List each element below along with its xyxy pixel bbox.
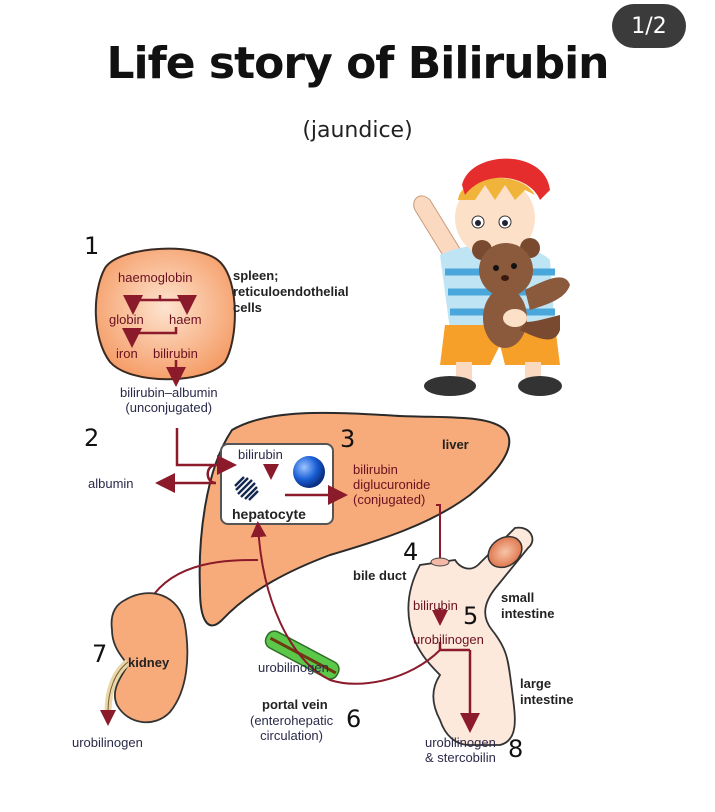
urobilinogen-stercobilin-label: urobilinogen & stercobilin (425, 735, 496, 765)
bilirubin-spleen-label: bilirubin (153, 346, 198, 361)
step-number-7: 7 (92, 640, 108, 668)
haem-label: haem (169, 312, 202, 327)
bilirubin-albumin-label: bilirubin–albumin (unconjugated) (120, 385, 218, 415)
hepatocyte-nucleus (293, 456, 325, 488)
step-number-4: 4 (403, 538, 419, 566)
step-number-1: 1 (84, 232, 100, 260)
bilirubin-intestine-label: bilirubin (413, 598, 458, 613)
chromatin-icon (234, 476, 259, 501)
intestine-ring (487, 535, 523, 569)
bilirubin-hepatocyte-label: bilirubin (238, 447, 283, 462)
bile-duct-label: bile duct (353, 568, 407, 583)
haemoglobin-label: haemoglobin (118, 270, 193, 285)
globin-label: globin (109, 312, 144, 327)
page-indicator-badge[interactable]: 1/2 (612, 4, 686, 48)
liver-label: liver (442, 437, 469, 452)
urobilinogen-portal-label: urobilinogen (258, 660, 329, 675)
hepatocyte-label: hepatocyte (232, 506, 306, 522)
step-number-3: 3 (340, 425, 356, 453)
page-title: Life story of Bilirubin (106, 38, 610, 89)
bilirubin-diglucuronide-label: bilirubin diglucuronide (conjugated) (353, 462, 431, 507)
spleen-label: spleen; reticuloendothelial cells (233, 268, 349, 315)
step-number-2: 2 (84, 424, 100, 452)
boy-with-teddy-illustration (413, 158, 570, 396)
page-subtitle: (jaundice) (302, 118, 413, 143)
portal-vein (264, 630, 340, 680)
step-number-6: 6 (346, 705, 362, 733)
iron-label: iron (116, 346, 138, 361)
kidney-shape (110, 592, 189, 724)
urobilinogen-intestine-label: urobilinogen (413, 632, 484, 647)
small-intestine-label: small intestine (501, 590, 555, 621)
enterohepatic-label: (enterohepatic circulation) (250, 713, 334, 743)
step-number-8: 8 (508, 735, 524, 763)
kidney-label: kidney (128, 655, 170, 670)
urobilinogen-kidney-label: urobilinogen (72, 735, 143, 750)
portal-vein-label: portal vein (262, 697, 328, 712)
step-number-5: 5 (463, 602, 479, 630)
large-intestine-label: large intestine (520, 676, 574, 707)
albumin-label: albumin (88, 476, 134, 491)
